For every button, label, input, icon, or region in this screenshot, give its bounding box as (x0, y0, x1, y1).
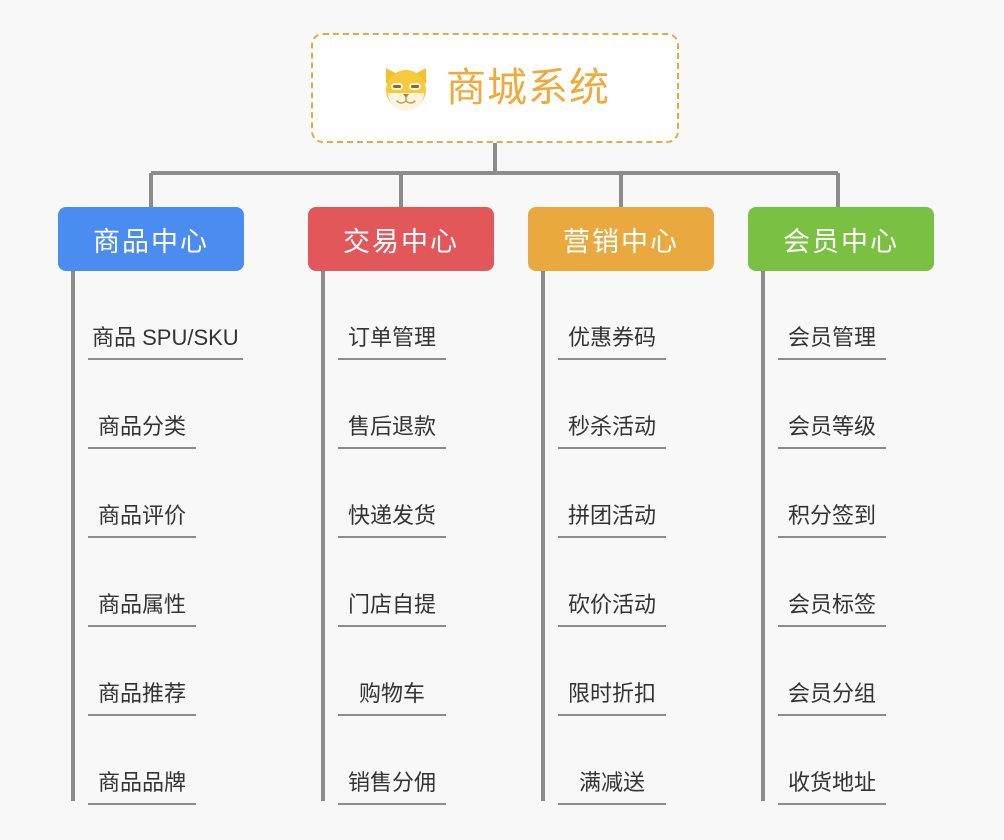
list-item[interactable]: 门店自提 (308, 538, 494, 627)
branch-list-2: 订单管理 售后退款 快递发货 门店自提 购物车 销售分佣 (308, 271, 494, 805)
leaf-label: 销售分佣 (338, 772, 446, 805)
branch-column-4: 会员中心 会员管理 会员等级 积分签到 会员标签 会员分组 收货地址 (748, 207, 934, 805)
branch-column-2: 交易中心 订单管理 售后退款 快递发货 门店自提 购物车 销售分佣 (308, 207, 494, 805)
leaf-label: 会员管理 (778, 327, 886, 360)
list-item[interactable]: 订单管理 (308, 271, 494, 360)
branch-column-1: 商品中心 商品 SPU/SKU 商品分类 商品评价 商品属性 商品推荐 商品品牌 (58, 207, 244, 805)
leaf-label: 商品推荐 (88, 683, 196, 716)
branch-header-3[interactable]: 营销中心 (528, 207, 714, 271)
list-item[interactable]: 商品品牌 (58, 716, 244, 805)
leaf-label: 拼团活动 (558, 505, 666, 538)
list-item[interactable]: 砍价活动 (528, 538, 714, 627)
list-item[interactable]: 会员标签 (748, 538, 934, 627)
list-item[interactable]: 拼团活动 (528, 449, 714, 538)
leaf-label: 售后退款 (338, 416, 446, 449)
branch-header-1[interactable]: 商品中心 (58, 207, 244, 271)
list-item[interactable]: 收货地址 (748, 716, 934, 805)
list-item[interactable]: 限时折扣 (528, 627, 714, 716)
list-item[interactable]: 售后退款 (308, 360, 494, 449)
list-item[interactable]: 会员分组 (748, 627, 934, 716)
list-item[interactable]: 会员管理 (748, 271, 934, 360)
list-item[interactable]: 商品属性 (58, 538, 244, 627)
branch-list-4: 会员管理 会员等级 积分签到 会员标签 会员分组 收货地址 (748, 271, 934, 805)
leaf-label: 商品分类 (88, 416, 196, 449)
list-item[interactable]: 购物车 (308, 627, 494, 716)
list-item[interactable]: 商品 SPU/SKU (58, 271, 244, 360)
branch-header-3-label: 营销中心 (563, 226, 679, 257)
leaf-label: 会员等级 (778, 416, 886, 449)
list-item[interactable]: 优惠券码 (528, 271, 714, 360)
branch-header-2[interactable]: 交易中心 (308, 207, 494, 271)
leaf-label: 门店自提 (338, 594, 446, 627)
branch-list-1: 商品 SPU/SKU 商品分类 商品评价 商品属性 商品推荐 商品品牌 (58, 271, 244, 805)
list-item[interactable]: 快递发货 (308, 449, 494, 538)
leaf-label: 秒杀活动 (558, 416, 666, 449)
branch-header-4-label: 会员中心 (783, 226, 899, 257)
leaf-label: 商品品牌 (88, 772, 196, 805)
list-item[interactable]: 商品推荐 (58, 627, 244, 716)
leaf-label: 收货地址 (778, 772, 886, 805)
leaf-label: 会员标签 (778, 594, 886, 627)
leaf-label: 商品属性 (88, 594, 196, 627)
leaf-label: 订单管理 (338, 327, 446, 360)
branch-header-4[interactable]: 会员中心 (748, 207, 934, 271)
leaf-label: 商品评价 (88, 505, 196, 538)
list-item[interactable]: 商品评价 (58, 449, 244, 538)
root-title: 商城系统 (446, 66, 610, 110)
leaf-label: 商品 SPU/SKU (88, 327, 243, 360)
list-item[interactable]: 销售分佣 (308, 716, 494, 805)
root-node[interactable]: 商城系统 (311, 33, 679, 143)
branch-header-2-label: 交易中心 (343, 226, 459, 257)
leaf-label: 满减送 (558, 772, 666, 805)
leaf-label: 购物车 (338, 683, 446, 716)
list-item[interactable]: 会员等级 (748, 360, 934, 449)
list-item[interactable]: 商品分类 (58, 360, 244, 449)
list-item[interactable]: 满减送 (528, 716, 714, 805)
leaf-label: 积分签到 (778, 505, 886, 538)
list-item[interactable]: 积分签到 (748, 449, 934, 538)
leaf-label: 砍价活动 (558, 594, 666, 627)
branch-list-3: 优惠券码 秒杀活动 拼团活动 砍价活动 限时折扣 满减送 (528, 271, 714, 805)
branch-column-3: 营销中心 优惠券码 秒杀活动 拼团活动 砍价活动 限时折扣 满减送 (528, 207, 714, 805)
leaf-label: 限时折扣 (558, 683, 666, 716)
shiba-dog-face-icon (386, 68, 426, 111)
leaf-label: 优惠券码 (558, 327, 666, 360)
leaf-label: 快递发货 (338, 505, 446, 538)
leaf-label: 会员分组 (778, 683, 886, 716)
branch-header-1-label: 商品中心 (93, 226, 209, 257)
list-item[interactable]: 秒杀活动 (528, 360, 714, 449)
